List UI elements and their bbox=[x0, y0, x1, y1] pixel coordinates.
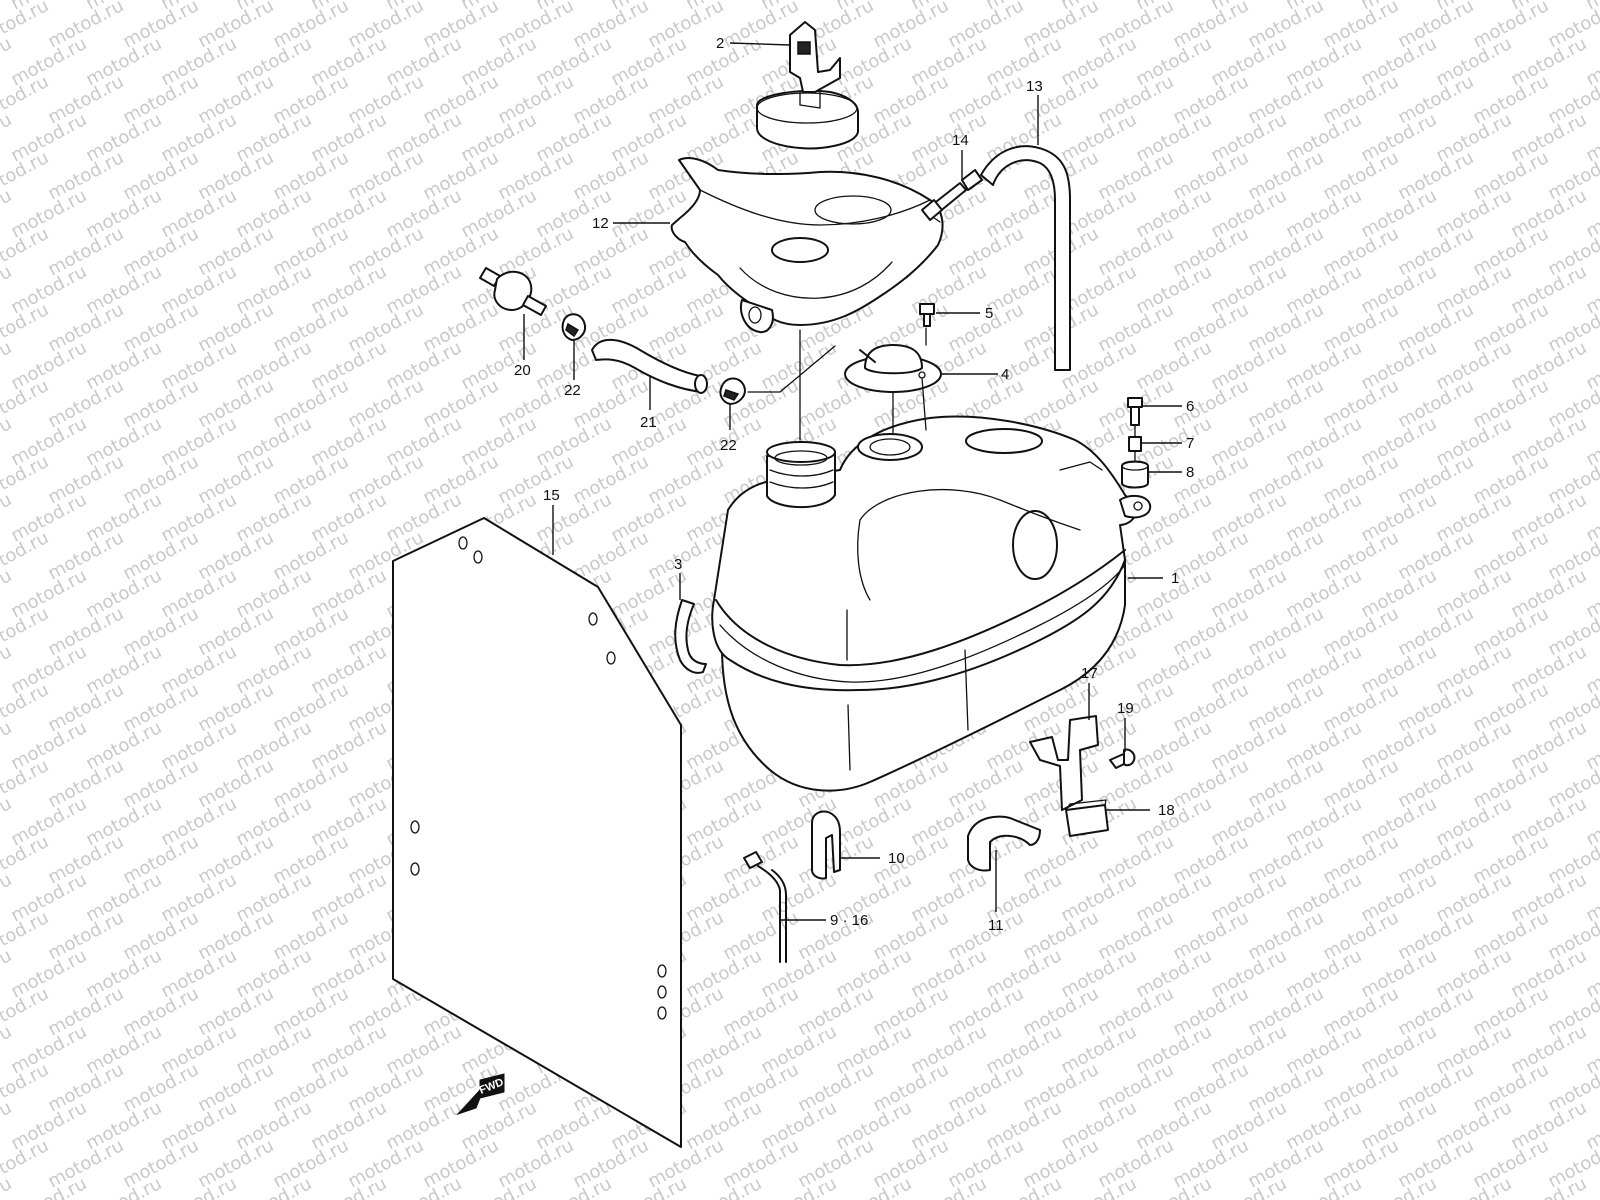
part-11-rubber-cushion bbox=[967, 815, 1041, 872]
callout-1: 1 bbox=[1171, 570, 1179, 587]
callout-2: 2 bbox=[716, 35, 724, 52]
part-14-joint bbox=[921, 169, 983, 221]
part-17-bracket bbox=[1029, 715, 1099, 811]
callout-22-lower: 22 bbox=[720, 437, 737, 454]
callout-3: 3 bbox=[674, 556, 682, 573]
part-22-clamp-upper bbox=[561, 313, 586, 341]
part-20-fuel-filter bbox=[479, 267, 547, 316]
callout-11: 11 bbox=[988, 917, 1004, 934]
part-13-breather-hose bbox=[980, 145, 1071, 371]
callout-6: 6 bbox=[1186, 398, 1194, 415]
callout-8: 8 bbox=[1186, 464, 1194, 481]
callout-17: 17 bbox=[1081, 665, 1098, 682]
callout-7: 7 bbox=[1186, 435, 1194, 452]
part-6-bolt bbox=[1127, 397, 1143, 426]
part-3-hose bbox=[674, 599, 707, 674]
part-22-clamp-lower bbox=[719, 377, 746, 405]
part-19-bolt bbox=[1109, 748, 1136, 769]
part-15-shield-plate bbox=[392, 517, 682, 1148]
part-8-cushion bbox=[1121, 460, 1149, 489]
part-12-tank-cover bbox=[670, 157, 944, 334]
callout-15: 15 bbox=[543, 487, 560, 504]
callout-9-16: 9 · 16 bbox=[830, 912, 868, 929]
callout-13: 13 bbox=[1026, 78, 1043, 95]
fwd-direction-arrow: FWD bbox=[456, 1073, 505, 1116]
callout-5: 5 bbox=[985, 305, 993, 322]
callout-18: 18 bbox=[1158, 802, 1175, 819]
callout-10: 10 bbox=[888, 850, 905, 867]
part-9-16-sensor bbox=[743, 851, 787, 963]
callout-12: 12 bbox=[592, 215, 609, 232]
part-10-clip bbox=[811, 810, 841, 880]
callout-4: 4 bbox=[1001, 366, 1009, 383]
callout-14: 14 bbox=[952, 132, 969, 149]
callout-21: 21 bbox=[640, 414, 657, 431]
callout-20: 20 bbox=[514, 362, 531, 379]
part-7-collar bbox=[1128, 436, 1142, 452]
part-2-fuel-cap bbox=[756, 21, 859, 150]
callout-22-upper: 22 bbox=[564, 382, 581, 399]
part-5-screw bbox=[919, 303, 935, 327]
callout-19: 19 bbox=[1117, 700, 1134, 717]
